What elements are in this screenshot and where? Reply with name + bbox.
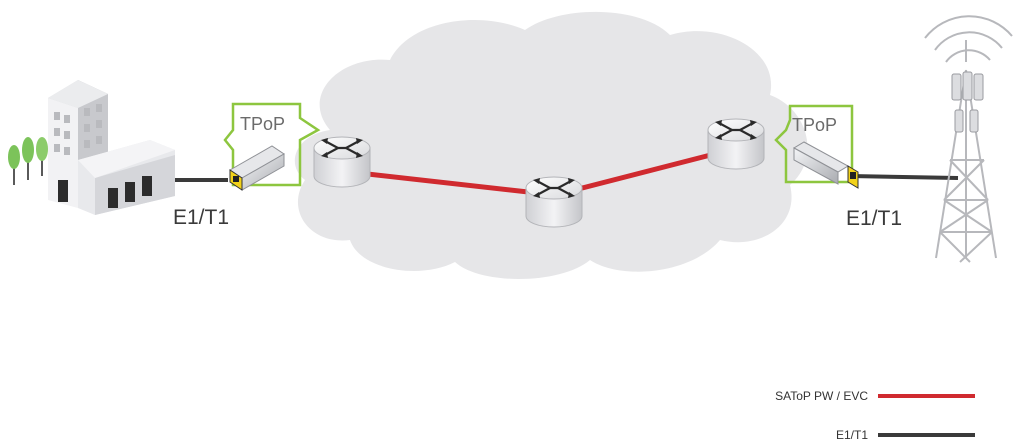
- sfp-transceiver-left: [229, 145, 285, 191]
- antenna-panels-icon: [951, 71, 984, 133]
- e1t1-link-right: [849, 174, 959, 180]
- e1t1-label-right: E1/T1: [846, 207, 902, 230]
- building-icon: [48, 80, 175, 215]
- tree-icon: [8, 137, 48, 185]
- legend-label-pseudowire: SAToP PW / EVC: [775, 389, 868, 403]
- tpop-callout-right: [774, 104, 854, 184]
- router-left-icon: [312, 135, 372, 189]
- legend: SAToP PW / EVC E1/T1: [775, 389, 975, 442]
- tpop-callout-left: [223, 102, 321, 187]
- pseudowire-link-right: [554, 147, 731, 198]
- pseudowire-link-left: [349, 169, 556, 198]
- router-right-icon: [706, 117, 766, 171]
- router-center-icon: [524, 175, 584, 229]
- cell-tower-icon: [924, 15, 1013, 263]
- tpop-label-right: TPoP: [792, 115, 837, 135]
- network-cloud: [294, 11, 808, 280]
- legend-label-e1t1: E1/T1: [836, 428, 868, 442]
- e1t1-label-left: E1/T1: [173, 206, 229, 229]
- tpop-label-left: TPoP: [240, 114, 285, 134]
- sfp-transceiver-right: [792, 141, 859, 189]
